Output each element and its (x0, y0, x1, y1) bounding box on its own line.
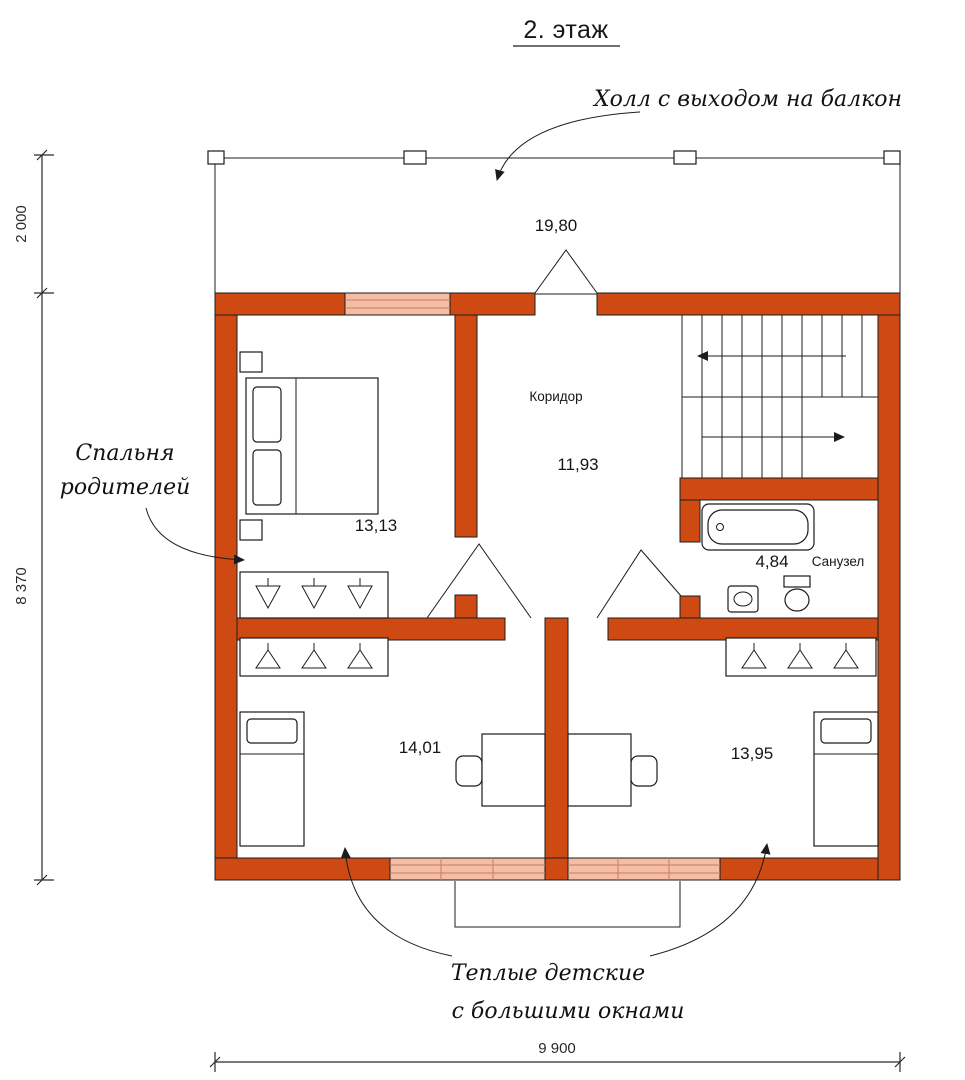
annotation-kids-line2: с большими окнами (452, 999, 685, 1024)
toilet-icon (783, 575, 811, 612)
wall-segment (236, 617, 506, 641)
wall-segment (679, 477, 879, 501)
wall-segment (214, 292, 346, 316)
wall-segment (449, 292, 536, 316)
hall-area-label: 19,80 (535, 216, 578, 235)
wardrobe-bedroom (239, 571, 389, 619)
window-bottom-right (567, 857, 721, 881)
stairs (681, 314, 879, 479)
wall-segment (596, 292, 901, 316)
wall-segment (544, 857, 569, 881)
wall-segment (544, 617, 569, 859)
kid-left-bed-icon (239, 711, 305, 847)
annotation-balcony-arrow (495, 111, 641, 181)
annotation-bedroom-line2: родителей (60, 475, 191, 500)
room-labels: 19,80 Коридор 11,93 13,13 4,84 Санузел 1… (355, 216, 865, 763)
door-swing-kid-right-bathroom (596, 549, 682, 619)
desk-left-icon (455, 733, 546, 807)
wall-segment (719, 857, 879, 881)
dim-floor-height: 8 370 (13, 567, 30, 605)
window-top (344, 292, 451, 316)
dim-balcony-depth: 2 000 (13, 205, 30, 243)
porch-outline (454, 881, 681, 928)
wardrobes (239, 571, 877, 677)
kid-left-area-label: 14,01 (399, 738, 442, 757)
door-swings (426, 543, 682, 619)
annotation-bedroom-arrow (145, 507, 245, 565)
kid-right-bed-icon (813, 711, 879, 847)
annotation-kids-arrow-left (340, 847, 453, 957)
corridor-area-label: 11,93 (557, 455, 598, 474)
desk-right-icon (567, 733, 658, 807)
annotation-kids-arrow-right (649, 843, 771, 957)
wall-segment (877, 314, 901, 881)
corridor-name-label: Коридор (529, 389, 582, 404)
wall-segment (679, 595, 701, 619)
balcony-outline (207, 150, 901, 293)
dim-floor-width: 9 900 (538, 1040, 576, 1057)
bathroom-area-label: 4,84 (755, 552, 788, 571)
bathroom-fixtures (701, 503, 815, 613)
dimension-bottom: 9 900 (209, 1040, 906, 1072)
kid-right-area-label: 13,95 (731, 744, 774, 763)
dimension-left: 2 000 8 370 (13, 149, 54, 886)
bathtub-icon (701, 503, 815, 551)
page-title: 2. этаж (523, 16, 608, 44)
master-bed-icon (239, 351, 379, 541)
bathroom-name-label: Санузел (812, 554, 865, 569)
balcony-door-swing (534, 249, 598, 295)
wall-segment (607, 617, 879, 641)
wardrobe-kid-left (239, 637, 389, 677)
sink-icon (727, 585, 759, 613)
interior-walls (236, 314, 879, 859)
window-bottom-left (389, 857, 546, 881)
wall-segment (454, 594, 478, 619)
annotations: Холл с выходом на балкон Спальня родител… (60, 87, 902, 1024)
windows (344, 292, 721, 881)
wardrobe-kid-right (725, 637, 877, 677)
wall-segment (454, 314, 478, 538)
wall-segment (214, 314, 238, 881)
wall-segment (214, 857, 391, 881)
annotation-kids-line1: Теплые детские (451, 961, 645, 986)
annotation-balcony: Холл с выходом на балкон (592, 87, 902, 112)
bedroom-area-label: 13,13 (355, 516, 398, 535)
door-swing-bedroom-kid-left (426, 543, 532, 619)
wall-segment (679, 499, 701, 543)
annotation-bedroom-line1: Спальня (75, 441, 174, 466)
